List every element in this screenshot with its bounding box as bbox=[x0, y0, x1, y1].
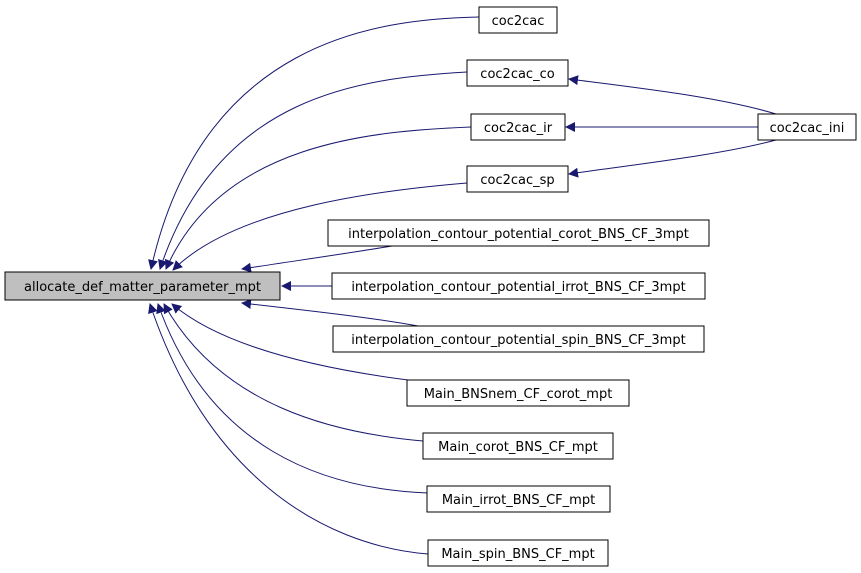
edge-line bbox=[241, 299, 419, 327]
edge-layer bbox=[148, 16, 777, 555]
edge-line bbox=[163, 303, 424, 442]
node-box bbox=[422, 432, 614, 460]
edge-line bbox=[148, 16, 480, 270]
node-interp_spin[interactable]: interpolation_contour_potential_spin_BNS… bbox=[332, 325, 705, 353]
node-coc2cac_sp[interactable]: coc2cac_sp bbox=[466, 165, 569, 193]
edge-coc2cac-to-allocate_def_matter_parameter_mpt bbox=[148, 16, 480, 270]
edge-main_bnsnem-to-allocate_def_matter_parameter_mpt bbox=[171, 303, 409, 381]
node-interp_irrot[interactable]: interpolation_contour_potential_irrot_BN… bbox=[331, 272, 706, 300]
node-label: coc2cac_co bbox=[480, 67, 554, 82]
node-box bbox=[406, 379, 630, 407]
node-label: interpolation_contour_potential_spin_BNS… bbox=[351, 333, 685, 348]
node-label: interpolation_contour_potential_corot_BN… bbox=[348, 227, 689, 242]
node-coc2cac_ir[interactable]: coc2cac_ir bbox=[470, 113, 566, 141]
node-main_spin[interactable]: Main_spin_BNS_CF_mpt bbox=[427, 539, 609, 567]
edge-line bbox=[171, 303, 409, 381]
node-box bbox=[470, 113, 566, 141]
edge-coc2cac_co-to-allocate_def_matter_parameter_mpt bbox=[158, 71, 468, 270]
node-box bbox=[4, 271, 281, 301]
node-box bbox=[426, 485, 611, 513]
node-box bbox=[332, 325, 705, 353]
node-box bbox=[466, 165, 569, 193]
node-label: coc2cac_sp bbox=[480, 173, 554, 188]
edge-coc2cac_sp-to-allocate_def_matter_parameter_mpt bbox=[172, 182, 468, 271]
node-main_corot[interactable]: Main_corot_BNS_CF_mpt bbox=[422, 432, 614, 460]
edge-coc2cac_ini-to-coc2cac_co bbox=[568, 75, 777, 115]
edge-main_irrot-to-allocate_def_matter_parameter_mpt bbox=[156, 303, 429, 494]
edge-coc2cac_ini-to-coc2cac_sp bbox=[568, 139, 777, 178]
node-box bbox=[327, 219, 710, 247]
edge-line bbox=[165, 126, 472, 270]
node-layer: allocate_def_matter_parameter_mpt coc2cac… bbox=[4, 6, 857, 567]
node-interp_corot[interactable]: interpolation_contour_potential_corot_BN… bbox=[327, 219, 710, 247]
edge-line bbox=[158, 71, 468, 270]
edge-main_spin-to-allocate_def_matter_parameter_mpt bbox=[148, 303, 429, 555]
edge-coc2cac_ir-to-allocate_def_matter_parameter_mpt bbox=[165, 126, 472, 270]
edge-line bbox=[241, 245, 393, 273]
node-label: Main_BNSnem_CF_corot_mpt bbox=[424, 387, 613, 402]
node-coc2cac[interactable]: coc2cac bbox=[478, 6, 558, 34]
node-box bbox=[757, 113, 857, 141]
node-coc2cac_co[interactable]: coc2cac_co bbox=[466, 59, 569, 87]
node-allocate_def_matter_parameter_mpt[interactable]: allocate_def_matter_parameter_mpt bbox=[4, 271, 281, 301]
node-label: interpolation_contour_potential_irrot_BN… bbox=[351, 280, 685, 295]
node-box bbox=[427, 539, 609, 567]
edge-line bbox=[148, 303, 429, 555]
node-box bbox=[466, 59, 569, 87]
edge-line bbox=[568, 75, 777, 115]
edge-line bbox=[172, 182, 468, 271]
node-label: Main_spin_BNS_CF_mpt bbox=[441, 547, 594, 562]
node-coc2cac_ini[interactable]: coc2cac_ini bbox=[757, 113, 857, 141]
node-label: coc2cac_ir bbox=[484, 121, 553, 136]
edge-interp_corot-to-allocate_def_matter_parameter_mpt bbox=[241, 245, 393, 273]
edge-line bbox=[156, 303, 429, 494]
edge-interp_spin-to-allocate_def_matter_parameter_mpt bbox=[241, 299, 419, 327]
node-box bbox=[331, 272, 706, 300]
node-label: Main_corot_BNS_CF_mpt bbox=[438, 440, 598, 455]
node-label: coc2cac_ini bbox=[770, 121, 845, 136]
node-label: coc2cac bbox=[492, 14, 545, 29]
node-main_irrot[interactable]: Main_irrot_BNS_CF_mpt bbox=[426, 485, 611, 513]
node-main_bnsnem[interactable]: Main_BNSnem_CF_corot_mpt bbox=[406, 379, 630, 407]
node-label: allocate_def_matter_parameter_mpt bbox=[24, 280, 261, 295]
node-label: Main_irrot_BNS_CF_mpt bbox=[442, 493, 595, 508]
edge-line bbox=[568, 139, 777, 178]
node-box bbox=[478, 6, 558, 34]
edge-main_corot-to-allocate_def_matter_parameter_mpt bbox=[163, 303, 424, 442]
